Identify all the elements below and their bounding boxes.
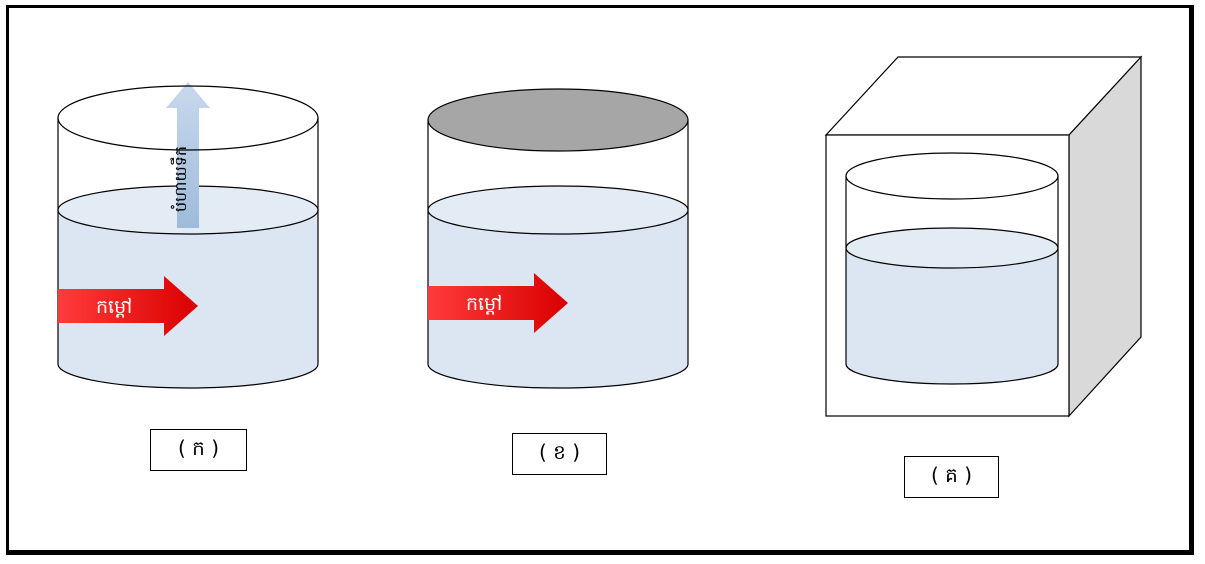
cylinder-top-rim xyxy=(845,152,1059,200)
heat-arrow-a: កម្ដៅ xyxy=(58,276,198,336)
cylinder-covered: កម្ដៅ xyxy=(427,88,689,389)
label-box-b: ( ខ ) xyxy=(512,433,607,475)
water-surface xyxy=(845,227,1059,269)
cylinder-top-rim xyxy=(57,85,319,151)
water-body xyxy=(846,248,1058,384)
inner-cylinder xyxy=(845,152,1059,385)
evaporation-arrow: បំហាយទឹក xyxy=(166,82,210,228)
insulated-box xyxy=(824,55,1143,418)
evaporation-label: បំហាយទឹក xyxy=(170,146,190,212)
gray-lid xyxy=(427,88,689,152)
heat-label-b: កម្ដៅ xyxy=(466,293,502,315)
heat-label-a: កម្ដៅ xyxy=(96,296,132,318)
label-box-c: ( គ ) xyxy=(904,456,999,498)
cylinder-open: បំហាយទឹក កម្ដៅ xyxy=(57,82,319,389)
heat-arrow-b: កម្ដៅ xyxy=(428,273,568,333)
label-box-a: ( ក ) xyxy=(150,429,247,471)
water-surface xyxy=(427,185,689,235)
